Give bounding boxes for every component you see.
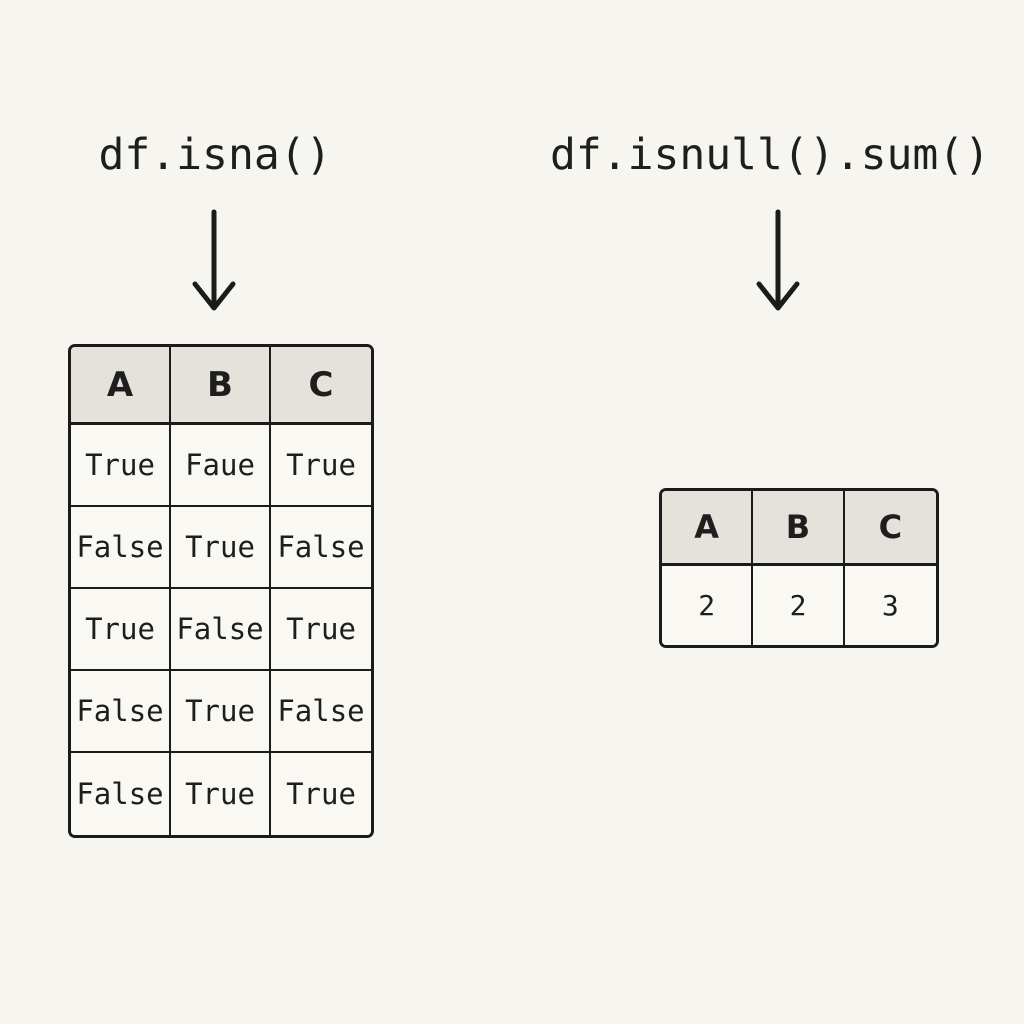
isnull-sum-code-label: df.isnull().sum() <box>549 130 991 180</box>
down-arrow-icon <box>756 209 800 311</box>
table-cell: True <box>171 671 271 753</box>
table-cell: 3 <box>844 566 936 645</box>
column-header: C <box>271 347 371 425</box>
table-cell: False <box>171 589 271 671</box>
table-cell: 2 <box>662 566 754 645</box>
table-cell: False <box>71 753 171 835</box>
table-cell: 2 <box>753 566 845 645</box>
table-cell: True <box>271 589 371 671</box>
down-arrow-icon <box>192 209 236 311</box>
table-cell: True <box>271 425 371 507</box>
isna-result-table: A B C True Faue True False True False Tr… <box>68 344 374 838</box>
isna-code-label: df.isna() <box>98 130 332 180</box>
column-header: B <box>753 491 845 566</box>
table-cell: True <box>71 589 171 671</box>
table-cell: False <box>271 671 371 753</box>
table-cell: True <box>171 507 271 589</box>
table-cell: False <box>71 671 171 753</box>
column-header: C <box>844 491 936 566</box>
column-header: B <box>171 347 271 425</box>
table-cell: True <box>171 753 271 835</box>
table-cell: False <box>71 507 171 589</box>
table-cell: False <box>271 507 371 589</box>
table-cell: Faue <box>171 425 271 507</box>
isnull-sum-result-table: A B C 2 2 3 <box>659 488 939 648</box>
column-header: A <box>71 347 171 425</box>
table-cell: True <box>271 753 371 835</box>
column-header: A <box>662 491 754 566</box>
table-cell: True <box>71 425 171 507</box>
